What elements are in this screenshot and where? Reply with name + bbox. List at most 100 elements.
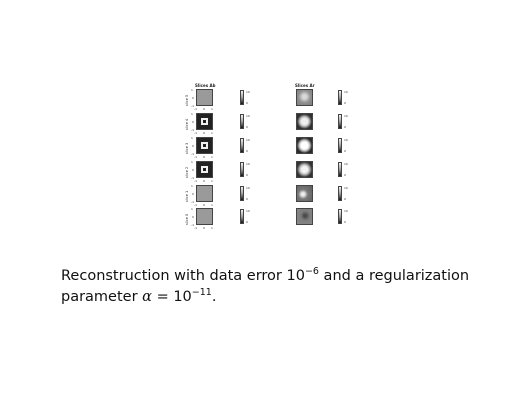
colorbar-tick: 0 xyxy=(246,149,248,153)
colorbar-tick: 0 xyxy=(344,101,346,105)
y-tick-label: 1 xyxy=(191,184,193,188)
colorbar-tick: 10 xyxy=(246,209,250,213)
x-tick-label: 0 xyxy=(203,226,205,230)
column-title-left: Slices Ab xyxy=(195,83,216,88)
colorbar-tick: 0 xyxy=(246,101,248,105)
colorbar-tick: 10 xyxy=(344,138,348,142)
y-tick-label: 1 xyxy=(191,207,193,211)
colorbar-tick: 10 xyxy=(246,162,250,166)
x-tick-label: 0 xyxy=(203,131,205,135)
colorbar-tick: 10 xyxy=(344,114,348,118)
row-label: slice 1 xyxy=(185,190,189,202)
x-tick-label: 1 xyxy=(211,179,213,183)
colorbar-tick: 10 xyxy=(246,114,250,118)
colorbar-tick: 10 xyxy=(344,186,348,190)
colorbar xyxy=(338,162,342,177)
x-tick-label: 0 xyxy=(203,203,205,207)
caption-text-5: . xyxy=(211,289,217,305)
colorbar-tick: 10 xyxy=(344,209,348,213)
y-tick-label: 1 xyxy=(191,136,193,140)
colorbar xyxy=(338,186,342,201)
colorbar-tick: 10 xyxy=(344,90,348,94)
y-tick-label: -1 xyxy=(191,128,194,132)
caption-exponent-2: −11 xyxy=(191,287,212,298)
colorbar xyxy=(240,90,244,105)
colorbar-tick: 0 xyxy=(344,149,346,153)
colorbar-tick: 0 xyxy=(344,173,346,177)
image-panel-left xyxy=(196,185,213,202)
colorbar-tick: 10 xyxy=(344,162,348,166)
colorbar xyxy=(240,114,244,129)
colorbar-tick: 10 xyxy=(246,90,250,94)
y-tick-label: -1 xyxy=(191,176,194,180)
colorbar xyxy=(240,138,244,153)
colorbar-tick: 10 xyxy=(246,186,250,190)
x-tick-label: 1 xyxy=(211,226,213,230)
colorbar-tick: 0 xyxy=(246,197,248,201)
y-tick-label: 1 xyxy=(191,88,193,92)
colorbar-tick: 0 xyxy=(344,125,346,129)
column-title-right: Slices Ar xyxy=(295,83,315,88)
row-label: slice 4 xyxy=(185,118,189,130)
image-panel-left xyxy=(196,89,213,106)
y-tick-label: -1 xyxy=(191,152,194,156)
x-tick-label: -1 xyxy=(194,155,197,159)
image-panel-left xyxy=(196,161,213,178)
y-tick-label: 0 xyxy=(192,192,194,196)
caption-text-2: and a regularization xyxy=(318,268,470,284)
figure-caption: Reconstruction with data error 10−6 and … xyxy=(61,266,469,308)
x-tick-label: 1 xyxy=(211,155,213,159)
image-panel-left xyxy=(196,113,213,130)
colorbar xyxy=(338,114,342,129)
x-tick-label: 0 xyxy=(203,155,205,159)
caption-text-1: Reconstruction with data error 10 xyxy=(61,268,305,284)
y-tick-label: 0 xyxy=(192,96,194,100)
colorbar xyxy=(338,209,342,224)
image-panel-right xyxy=(296,113,313,130)
row-label: slice 2 xyxy=(185,166,189,178)
colorbar-tick: 0 xyxy=(246,173,248,177)
x-tick-label: -1 xyxy=(194,203,197,207)
colorbar-tick: 0 xyxy=(246,220,248,224)
image-panel-left xyxy=(196,208,213,225)
x-tick-label: -1 xyxy=(194,226,197,230)
y-tick-label: -1 xyxy=(191,104,194,108)
colorbar xyxy=(338,138,342,153)
x-tick-label: 0 xyxy=(203,107,205,111)
colorbar-tick: 0 xyxy=(246,125,248,129)
caption-text-3: parameter xyxy=(61,289,143,305)
colorbar-tick: 0 xyxy=(344,197,346,201)
y-tick-label: 1 xyxy=(191,160,193,164)
row-label: slice 3 xyxy=(185,142,189,154)
caption-exponent-1: −6 xyxy=(304,266,319,277)
colorbar xyxy=(338,90,342,105)
y-tick-label: 0 xyxy=(192,215,194,219)
y-tick-label: 1 xyxy=(191,112,193,116)
image-panel-right xyxy=(296,208,313,225)
x-tick-label: 1 xyxy=(211,203,213,207)
colorbar-tick: 10 xyxy=(246,138,250,142)
x-tick-label: 0 xyxy=(203,179,205,183)
y-tick-label: -1 xyxy=(191,200,194,204)
x-tick-label: 1 xyxy=(211,107,213,111)
row-label: slice 0 xyxy=(185,213,189,225)
colorbar-tick: 0 xyxy=(344,220,346,224)
y-tick-label: 0 xyxy=(192,120,194,124)
colorbar xyxy=(240,162,244,177)
image-panel-right xyxy=(296,161,313,178)
x-tick-label: -1 xyxy=(194,179,197,183)
x-tick-label: -1 xyxy=(194,107,197,111)
x-tick-label: -1 xyxy=(194,131,197,135)
x-tick-label: 1 xyxy=(211,131,213,135)
y-tick-label: -1 xyxy=(191,223,194,227)
image-panel-left xyxy=(196,137,213,154)
y-tick-label: 0 xyxy=(192,168,194,172)
image-panel-right xyxy=(296,89,313,106)
caption-alpha: α xyxy=(142,289,152,305)
colorbar xyxy=(240,209,244,224)
y-tick-label: 0 xyxy=(192,144,194,148)
image-panel-right xyxy=(296,137,313,154)
caption-text-4: = 10 xyxy=(151,289,192,305)
row-label: slice 5 xyxy=(185,94,189,106)
colorbar xyxy=(240,186,244,201)
